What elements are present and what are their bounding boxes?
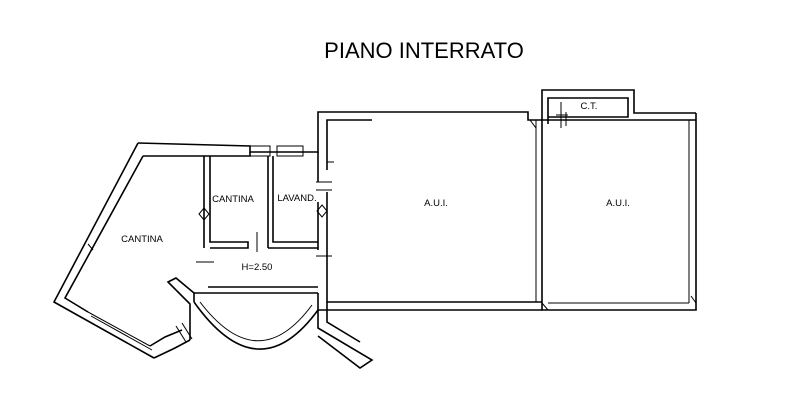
wall-left-wing-bottom <box>149 329 183 347</box>
column-top-2 <box>276 145 304 157</box>
diamond-marker-2 <box>316 204 328 218</box>
room-label-ct: C.T. <box>581 101 598 112</box>
wall-right-building <box>541 113 697 311</box>
plan-title: PIANO INTERRATO <box>324 38 524 63</box>
wall-stair-left <box>166 277 195 302</box>
wall-left-wing-inner <box>63 155 144 313</box>
diamond-marker-1 <box>198 207 210 221</box>
wall-center-bottom <box>326 287 542 303</box>
wall-stair-right-2 <box>326 302 361 343</box>
wall-left-wing-bottom-outer <box>153 339 191 359</box>
wall-left-wing-outer <box>52 142 155 359</box>
curved-wall-outer <box>193 301 319 350</box>
room-label-lavanderia: LAVAND. <box>277 193 316 204</box>
door-tick-8 <box>181 322 193 340</box>
wall-top-left-wing <box>137 89 696 153</box>
wall-stair-right <box>317 310 374 369</box>
wall-cantina-lavand-b <box>272 156 318 243</box>
wall-cantina-small-left-b <box>209 156 249 249</box>
column-top-1 <box>249 145 271 157</box>
wall-top-center-inner <box>326 119 372 158</box>
curved-wall-inner <box>199 301 313 342</box>
left-wing-window-2 <box>90 315 153 351</box>
room-label-aui-center: A.U.I. <box>424 198 448 209</box>
left-wing-window <box>87 311 151 347</box>
room-label-aui-right: A.U.I. <box>606 198 630 209</box>
wall-mark-corner <box>690 295 697 304</box>
interior-walls <box>87 112 697 343</box>
wall-stair-left-2 <box>175 289 191 340</box>
door-tick-10 <box>529 119 537 129</box>
curved-stair <box>193 301 319 350</box>
wall-top-left-wing-inner <box>143 152 251 157</box>
room-label-cantina-small: CANTINA <box>212 194 254 205</box>
wall-ct-inner <box>547 97 629 124</box>
door-tick-7 <box>175 325 187 343</box>
wall-mark-left <box>87 243 94 251</box>
height-note: H=2.50 <box>242 262 273 273</box>
room-label-cantina-large: CANTINA <box>121 234 163 245</box>
wall-mark-corner-2 <box>541 302 549 311</box>
markers <box>198 204 328 221</box>
outer-walls <box>52 89 697 369</box>
